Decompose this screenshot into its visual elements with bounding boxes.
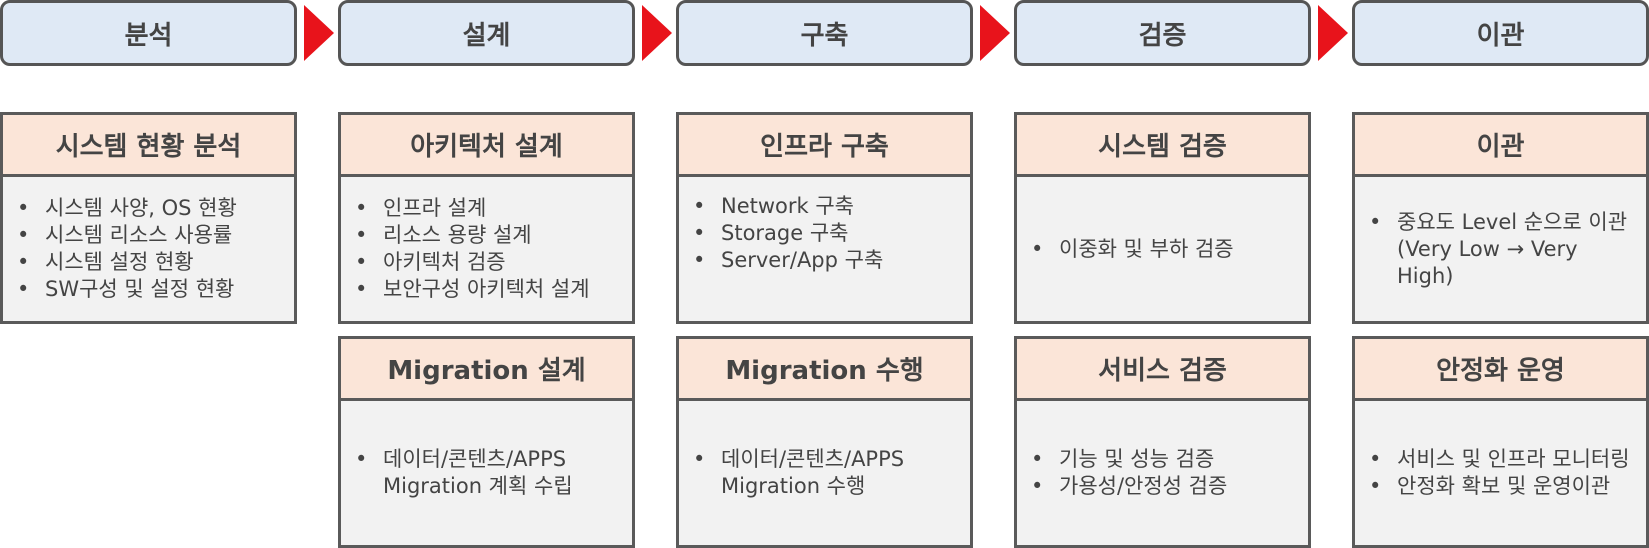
list-item: 가용성/안정성 검증 [1031,473,1298,500]
stage-build: 구축 [676,0,973,66]
list-item: 서비스 및 인프라 모니터링 [1369,446,1636,473]
card-migration-design: Migration 설계 데이터/콘텐츠/APPS Migration 계획 수… [338,336,635,548]
list-item: 중요도 Level 순으로 이관 (Very Low → Very High) [1369,209,1636,290]
card-stabilization: 안정화 운영 서비스 및 인프라 모니터링 안정화 확보 및 운영이관 [1352,336,1649,548]
card-infra-build: 인프라 구축 Network 구축 Storage 구축 Server/App … [676,112,973,324]
card-migration: 이관 중요도 Level 순으로 이관 (Very Low → Very Hig… [1352,112,1649,324]
card-title: 인프라 구축 [679,115,970,177]
list-item: Network 구축 [693,193,960,220]
arrow-right-icon [980,5,1010,61]
list-item: 아키텍처 검증 [355,249,622,276]
list-item: 시스템 설정 현황 [17,249,284,276]
list-item: 데이터/콘텐츠/APPS Migration 수행 [693,446,960,500]
list-item: 보안구성 아키텍처 설계 [355,276,622,303]
list-item: Server/App 구축 [693,247,960,274]
list-item: 시스템 사양, OS 현황 [17,195,284,222]
stage-label: 검증 [1138,20,1187,51]
list-item: 시스템 리소스 사용률 [17,222,284,249]
list-item: 데이터/콘텐츠/APPS Migration 계획 수립 [355,446,622,500]
list-item: 인프라 설계 [355,195,622,222]
arrow-right-icon [1318,5,1348,61]
stage-design: 설계 [338,0,635,66]
card-title: 시스템 현황 분석 [3,115,294,177]
card-title: 이관 [1355,115,1646,177]
card-title: 아키텍처 설계 [341,115,632,177]
card-system-verify: 시스템 검증 이중화 및 부하 검증 [1014,112,1311,324]
stage-label: 분석 [124,20,173,51]
stage-label: 이관 [1476,20,1525,51]
card-system-analysis: 시스템 현황 분석 시스템 사양, OS 현황 시스템 리소스 사용률 시스템 … [0,112,297,324]
list-item: 이중화 및 부하 검증 [1031,236,1298,263]
stage-analysis: 분석 [0,0,297,66]
list-item: Storage 구축 [693,220,960,247]
list-item: 리소스 용량 설계 [355,222,622,249]
card-title: Migration 설계 [341,339,632,401]
card-title: 시스템 검증 [1017,115,1308,177]
card-migration-execute: Migration 수행 데이터/콘텐츠/APPS Migration 수행 [676,336,973,548]
arrow-right-icon [642,5,672,61]
card-title: Migration 수행 [679,339,970,401]
stage-migrate: 이관 [1352,0,1649,66]
card-title: 안정화 운영 [1355,339,1646,401]
card-service-verify: 서비스 검증 기능 및 성능 검증 가용성/안정성 검증 [1014,336,1311,548]
card-title: 서비스 검증 [1017,339,1308,401]
list-item: 기능 및 성능 검증 [1031,446,1298,473]
list-item: 안정화 확보 및 운영이관 [1369,473,1636,500]
stage-label: 구축 [800,20,849,51]
card-architecture-design: 아키텍처 설계 인프라 설계 리소스 용량 설계 아키텍처 검증 보안구성 아키… [338,112,635,324]
list-item: SW구성 및 설정 현황 [17,276,284,303]
stage-verify: 검증 [1014,0,1311,66]
stage-label: 설계 [462,20,511,51]
arrow-right-icon [304,5,334,61]
